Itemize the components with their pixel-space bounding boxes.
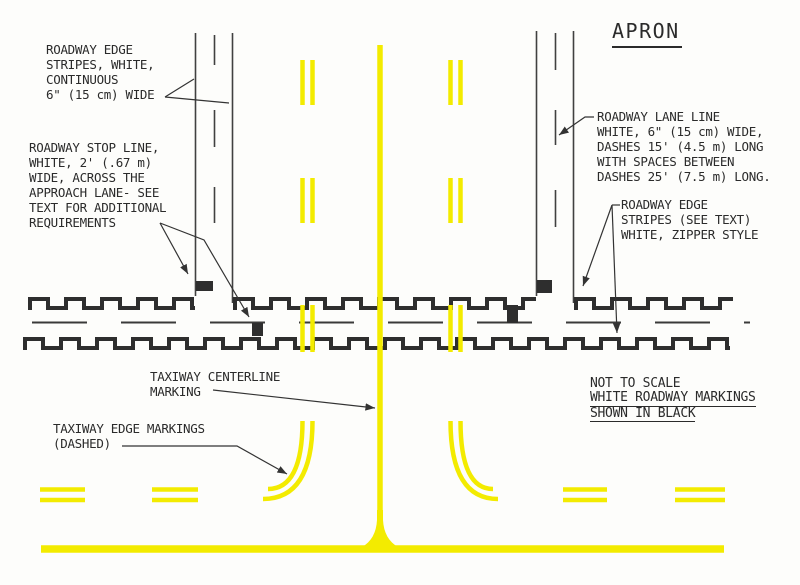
taxiway-edge-dashes-horizontal <box>40 487 725 503</box>
zipper-edge-stripe-bottom <box>23 337 730 350</box>
leader-stop-line-1 <box>159 222 189 275</box>
leader-lines <box>122 78 621 475</box>
leader-zipper-2 <box>611 204 621 334</box>
label-roadway-stop-line: ROADWAY STOP LINE, WHITE, 2' (.67 m) WID… <box>29 140 167 230</box>
taxiway-edge-curve-right <box>448 420 499 502</box>
stop-line-left-roadway <box>196 281 213 291</box>
taxiway-markings <box>40 45 725 553</box>
leader-taxiway-edge <box>122 445 288 475</box>
taxiway-centerline-flare <box>362 510 398 547</box>
right-roadway <box>535 31 575 303</box>
diagram-title: APRON <box>612 19 682 48</box>
note-shown-in-black: SHOWN IN BLACK <box>590 405 696 422</box>
leader-taxiway-centerline <box>212 389 376 411</box>
note-not-to-scale: NOT TO SCALE <box>590 376 681 391</box>
stop-line-right-roadway <box>537 280 552 293</box>
note-white-roadway-markings: WHITE ROADWAY MARKINGS <box>590 390 756 407</box>
label-roadway-edge-stripes-left: ROADWAY EDGE STRIPES, WHITE, CONTINUOUS … <box>46 42 155 102</box>
taxiway-edge-dashes-vertical-left <box>300 60 315 352</box>
label-taxiway-edge-markings: TAXIWAY EDGE MARKINGS (DASHED) <box>53 421 205 451</box>
scale-note: NOT TO SCALE WHITE ROADWAY MARKINGS SHOW… <box>590 377 756 422</box>
label-roadway-lane-line: ROADWAY LANE LINE WHITE, 6" (15 cm) WIDE… <box>597 109 771 184</box>
leader-stop-line-2 <box>159 222 250 318</box>
stop-line-upper-lane <box>507 305 518 323</box>
label-roadway-edge-stripes-zipper: ROADWAY EDGE STRIPES (SEE TEXT) WHITE, Z… <box>621 197 759 242</box>
roadway-stop-lines <box>196 280 552 336</box>
leader-lane-line <box>558 116 594 136</box>
left-roadway <box>194 33 234 303</box>
label-taxiway-centerline: TAXIWAY CENTERLINE MARKING <box>150 369 281 399</box>
stop-line-lower-lane <box>252 323 263 336</box>
leader-zipper-1 <box>582 204 613 287</box>
leader-edge-stripes-left <box>164 78 230 104</box>
taxiway-edge-curve-left <box>262 420 315 502</box>
taxiway-edge-dashes-vertical-right <box>448 60 463 352</box>
